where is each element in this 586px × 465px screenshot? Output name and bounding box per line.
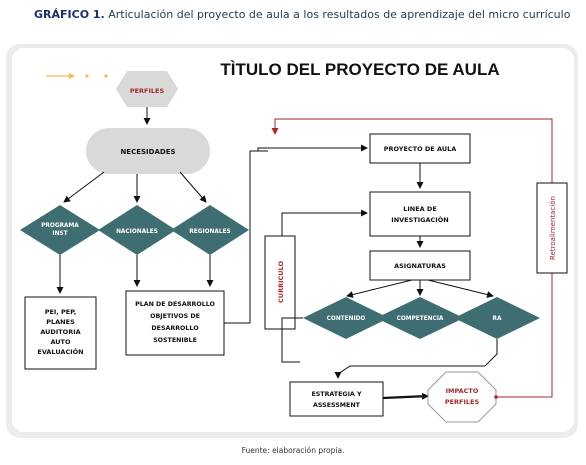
arrow-curriculo-linea (281, 209, 368, 236)
ra-label: RA (493, 316, 502, 322)
plan-line-4: SOSTENIBLE (153, 337, 197, 344)
nacionales-label: NACIONALES (116, 229, 158, 235)
perfiles-label: PERFILES (130, 87, 165, 95)
pei-line-3: AUDITORIA (40, 328, 80, 336)
arrow-to-proyecto (257, 144, 368, 152)
pei-line-5: EVALUACIÓN (37, 347, 83, 356)
necesidades-label: NECESIDADES (120, 148, 175, 156)
retroalimentacion-box (536, 182, 568, 274)
necesidades-shape (86, 128, 210, 174)
estrategia-line-2: ASSESSMENT (313, 402, 361, 409)
plan-line-3: DESARROLLO (151, 325, 199, 332)
programa-diamond (20, 205, 100, 255)
pei-box (24, 296, 97, 370)
arrow-estrategia-impacto (382, 392, 429, 400)
proyecto-aula-box (369, 133, 471, 164)
linea-line-1: LINEA DE (403, 205, 437, 213)
curriculo-box (264, 235, 296, 330)
diagram-title: TÌTULO DEL PROYECTO DE AULA (220, 60, 499, 79)
arrow-necesidades-regionales (179, 171, 207, 203)
curriculo-label: CURRICULO (277, 261, 285, 303)
proyecto-aula-label: PROYECTO DE AULA (384, 145, 457, 153)
plan-desarrollo-box (125, 290, 225, 356)
plan-line-2: OBJETIVOS DE (150, 313, 200, 320)
regionales-label: REGIONALES (189, 229, 230, 235)
programa-label-2: INST (52, 231, 67, 237)
arrow-ra-estrategia (334, 339, 498, 379)
arrow-asignaturas-ra (427, 279, 494, 298)
impacto-line-2: PERFILES (445, 398, 480, 406)
feedback-loop-line (271, 118, 553, 398)
arrow-asignaturas-contenido (346, 279, 413, 298)
retroalimentacion-label: Retroalimentación (549, 196, 557, 260)
linea-line-2: INVESTIGACIÒN (391, 215, 448, 224)
contenido-label: CONTENIDO (327, 316, 366, 322)
feedback-loop-start-dot (494, 395, 498, 399)
arrow-necesidades-programa (63, 171, 105, 203)
competencia-diamond (376, 297, 464, 339)
nacionales-diamond (98, 205, 176, 255)
figure-caption: GRÁFICO 1. Articulación del proyecto de … (34, 8, 570, 21)
pei-line-2: PLANES (46, 318, 75, 326)
pei-line-4: AUTO (50, 338, 71, 346)
contenido-diamond (303, 297, 389, 339)
perfiles-hexagon (116, 71, 178, 107)
decorative-arrow-icon (46, 73, 108, 79)
impacto-octagon (427, 371, 497, 423)
connector-plan-curriculo (224, 150, 268, 324)
programa-label-1: PROGRAMA (41, 223, 79, 229)
estrategia-box (289, 381, 384, 417)
figure-number: GRÁFICO 1. (34, 8, 105, 21)
asignaturas-box (369, 250, 471, 281)
linea-investigacion-box (369, 191, 471, 237)
competencia-label: COMPETENCIA (397, 316, 444, 322)
plan-line-1: PLAN DE DESARROLLO (135, 301, 215, 308)
pei-line-1: PEI, PEP, (45, 308, 77, 316)
impacto-line-1: IMPACTO (446, 387, 479, 395)
estrategia-line-1: ESTRATEGIA Y (311, 391, 362, 398)
regionales-diamond (171, 205, 249, 255)
asignaturas-label: ASIGNATURAS (394, 262, 446, 270)
loop-contenido-curriculo (281, 317, 303, 363)
figure-source: Fuente: elaboración propia. (241, 446, 345, 455)
figure-caption-text: Articulación del proyecto de aula a los … (108, 8, 571, 21)
ra-diamond (454, 297, 540, 339)
